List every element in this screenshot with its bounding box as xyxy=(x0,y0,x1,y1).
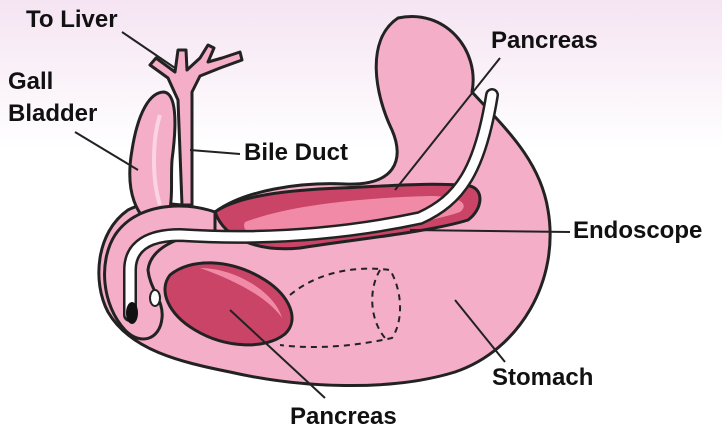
label-gall-bladder-line1: Gall xyxy=(8,70,53,94)
label-to-liver: To Liver xyxy=(26,8,118,32)
label-bile-duct: Bile Duct xyxy=(244,141,348,165)
label-endoscope: Endoscope xyxy=(573,219,702,243)
endoscope-tip xyxy=(126,302,138,324)
papilla-opening xyxy=(150,290,160,306)
label-pancreas-top: Pancreas xyxy=(491,29,598,53)
label-pancreas-bottom: Pancreas xyxy=(290,405,397,429)
leader-gall-bladder xyxy=(75,132,138,170)
label-stomach: Stomach xyxy=(492,366,593,390)
leader-bile-duct xyxy=(190,150,240,154)
leader-to-liver xyxy=(122,32,175,68)
label-gall-bladder-line2: Bladder xyxy=(8,102,97,126)
